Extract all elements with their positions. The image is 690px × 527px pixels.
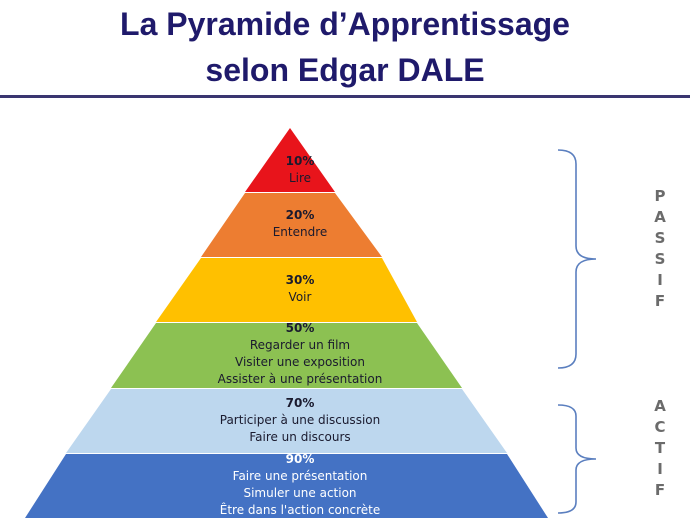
level-3-percent: 30% xyxy=(285,273,315,287)
level-2-percent: 20% xyxy=(285,208,315,222)
actif-label: A C T I F xyxy=(650,396,670,501)
level-6-percent: 90% xyxy=(285,452,315,466)
level-6-line-2: Simuler une action xyxy=(243,486,357,500)
level-2-label: 20% Entendre xyxy=(140,207,460,241)
level-5-percent: 70% xyxy=(285,396,315,410)
level-3-line-1: Voir xyxy=(288,290,312,304)
level-4-label: 50% Regarder un film Visiter une exposit… xyxy=(140,320,460,388)
passif-letter: I xyxy=(657,271,663,289)
title-line-2: selon Edgar DALE xyxy=(205,52,485,88)
level-1-percent: 10% xyxy=(285,154,315,168)
level-5-line-1: Participer à une discussion xyxy=(219,413,381,427)
actif-brace xyxy=(557,404,597,514)
pyramid-level-6 xyxy=(25,454,548,518)
level-6-label: 90% Faire une présentation Simuler une a… xyxy=(140,451,460,519)
pyramid-level-2 xyxy=(201,193,382,257)
level-4-line-3: Assister à une présentation xyxy=(217,372,383,386)
actif-letter: I xyxy=(657,460,663,478)
level-6-line-1: Faire une présentation xyxy=(232,469,368,483)
level-1-line-1: Lire xyxy=(288,171,312,185)
title-line-1: La Pyramide d’Apprentissage xyxy=(120,6,570,42)
passif-letter: S xyxy=(654,229,666,247)
passif-letter: F xyxy=(654,292,666,310)
passif-letter: A xyxy=(654,208,666,226)
passif-letter: P xyxy=(654,187,666,205)
level-3-label: 30% Voir xyxy=(140,272,460,306)
level-4-percent: 50% xyxy=(285,321,315,335)
level-5-label: 70% Participer à une discussion Faire un… xyxy=(140,395,460,446)
title-divider xyxy=(0,95,690,98)
level-4-line-1: Regarder un film xyxy=(249,338,351,352)
level-1-label: 10% Lire xyxy=(140,153,460,187)
level-2-line-1: Entendre xyxy=(272,225,328,239)
pyramid-level-1 xyxy=(245,128,335,192)
passif-letter: S xyxy=(654,250,666,268)
actif-letter: A xyxy=(654,397,666,415)
pyramid-level-5 xyxy=(66,389,507,453)
passif-label: P A S S I F xyxy=(650,186,670,312)
actif-letter: T xyxy=(654,439,666,457)
level-6-line-3: Être dans l'action concrète xyxy=(219,503,381,517)
actif-letter: F xyxy=(654,481,666,499)
passif-brace xyxy=(557,149,597,369)
pyramid-level-4 xyxy=(111,323,462,388)
level-4-line-2: Visiter une exposition xyxy=(235,355,365,369)
pyramid-level-3 xyxy=(156,258,417,322)
level-5-line-2: Faire un discours xyxy=(249,430,351,444)
actif-letter: C xyxy=(654,418,666,436)
